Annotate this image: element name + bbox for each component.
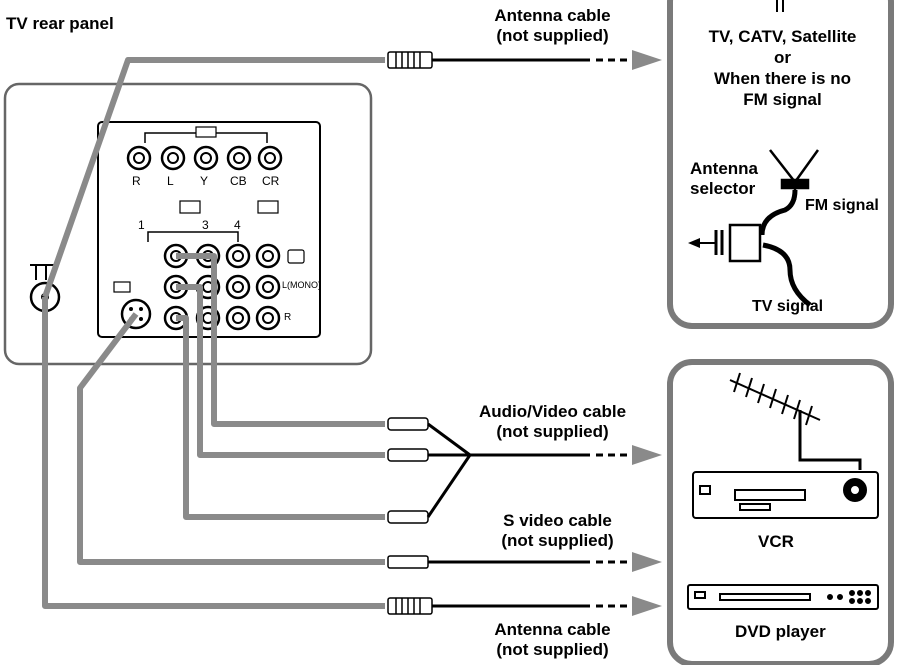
dvd-device xyxy=(687,584,879,610)
connector-block xyxy=(97,121,321,338)
jack-label-cr: CR xyxy=(262,174,280,188)
antenna-source-line-3: When there is no xyxy=(714,69,851,88)
device-box xyxy=(667,359,894,665)
av-cable-label: Audio/Video cable (not supplied) xyxy=(455,402,650,442)
video-input-icon xyxy=(179,200,201,214)
s-video-cable-label: S video cable (not supplied) xyxy=(470,511,645,551)
outdoor-antenna xyxy=(729,372,862,470)
monitor-out-icon xyxy=(287,249,305,264)
black-cables xyxy=(426,58,590,608)
tv-rear-panel-label: TV rear panel xyxy=(6,14,114,33)
s-video-cable-name: S video cable xyxy=(503,511,612,530)
dashes xyxy=(596,58,627,608)
arrows xyxy=(632,50,662,616)
antenna-cable-top-note: (not supplied) xyxy=(496,26,609,45)
antenna-cable-bottom-note: (not supplied) xyxy=(496,640,609,659)
antenna-lead xyxy=(776,0,784,12)
plugs xyxy=(387,51,433,615)
top-jacks xyxy=(126,145,283,171)
antenna-selector-line-1: Antenna xyxy=(690,159,758,178)
r-label: R xyxy=(284,312,292,323)
s-video-cable-note: (not supplied) xyxy=(501,531,614,550)
input-number-4: 4 xyxy=(234,218,241,232)
antenna-selector-label: Antenna selector xyxy=(690,159,758,199)
vcr-label: VCR xyxy=(758,532,794,551)
component-input-icon xyxy=(195,126,217,138)
input-number-1: 1 xyxy=(138,218,145,232)
vcr-device xyxy=(692,471,879,519)
antenna-source-line-1: TV, CATV, Satellite xyxy=(708,27,857,46)
av-cable-name: Audio/Video cable xyxy=(478,402,627,421)
fm-antenna xyxy=(688,149,820,307)
antenna-source-label: TV, CATV, Satellite or When there is no … xyxy=(680,26,885,110)
jack-label-y: Y xyxy=(200,174,209,188)
jack-label-l: L xyxy=(167,174,174,188)
antenna-cable-bottom-name: Antenna cable xyxy=(494,620,611,639)
tv-signal-label: TV signal xyxy=(752,298,824,315)
dvd-player-label: DVD player xyxy=(735,622,826,641)
grey-cables xyxy=(42,57,385,609)
jack-label-r: R xyxy=(132,174,141,188)
antenna-selector-line-2: selector xyxy=(690,179,756,198)
jack-label-cb: CB xyxy=(230,174,247,188)
fm-signal-label: FM signal xyxy=(805,197,879,214)
antenna-source-line-2: or xyxy=(774,48,791,67)
antenna-cable-top-name: Antenna cable xyxy=(494,6,611,25)
av-cable-note: (not supplied) xyxy=(496,422,609,441)
antenna-source-line-4: FM signal xyxy=(743,90,822,109)
input-number-3: 3 xyxy=(202,218,209,232)
antenna-cable-top-label: Antenna cable (not supplied) xyxy=(465,6,640,46)
l-mono-label: L(MONO) xyxy=(282,280,321,290)
video-output-icon xyxy=(257,200,279,214)
antenna-cable-bottom-label: Antenna cable (not supplied) xyxy=(465,620,640,660)
antenna-box xyxy=(667,0,894,329)
